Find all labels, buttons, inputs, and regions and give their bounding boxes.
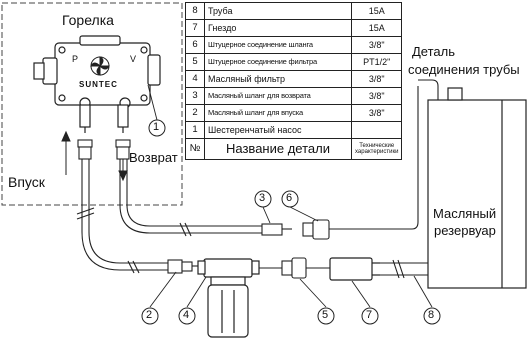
oil-filter (197, 258, 260, 338)
table-row: 6 Штуцерное соединение шланга 3/8" (185, 36, 403, 54)
tank-label-1: Масляный (433, 206, 497, 221)
pump-tubes (79, 104, 129, 133)
row-no: 7 (185, 19, 205, 37)
callout-8: 8 (428, 309, 435, 321)
row-spec: 3/8" (350, 70, 403, 88)
pump-port-p: P (72, 54, 79, 64)
row-name: Гнездо (204, 19, 352, 37)
row-no: 3 (185, 87, 205, 105)
table-row: 4 Масляный фильтр 3/8" (185, 70, 403, 88)
header-name: Название детали (204, 138, 352, 160)
header-no: № (185, 138, 205, 160)
row-no: 1 (185, 121, 205, 139)
callout-leaders (147, 84, 433, 308)
row-spec: PT1/2" (350, 53, 403, 71)
row-name: Масляный фильтр (204, 70, 352, 88)
table-row: 8 Труба 15A (185, 2, 403, 20)
row-no: 5 (185, 53, 205, 71)
pump-brand: SUNTEC (79, 80, 118, 89)
row-name: Масляный шланг для возврата (204, 87, 352, 105)
pipe-detail-label-2: соединения трубы (408, 62, 520, 77)
row-no: 8 (185, 2, 205, 20)
pump-port-v: V (130, 54, 137, 64)
return-label: Возврат (129, 150, 178, 165)
filter-union (259, 257, 330, 279)
row-spec: 3/8" (350, 36, 403, 54)
row-name: Штуцерное соединение шланга (204, 36, 352, 54)
table-row: 1 Шестеренчатый насос (185, 121, 403, 139)
parts-table: 8 Труба 15A 7 Гнездо 15A 6 Штуцерное сое… (185, 2, 403, 160)
burner-outline (1, 2, 183, 206)
callout-7: 7 (366, 309, 373, 321)
callout-2: 2 (146, 309, 153, 321)
callout-5: 5 (322, 309, 329, 321)
callout-4: 4 (183, 309, 190, 321)
table-row: 5 Штуцерное соединение фильтра PT1/2" (185, 53, 403, 71)
row-spec: 15A (350, 2, 403, 20)
callout-1: 1 (153, 121, 160, 133)
inlet-hose (76, 139, 204, 274)
row-spec: 15A (350, 19, 403, 37)
row-spec (350, 121, 403, 139)
tank-label-2: резервуар (434, 223, 496, 238)
callout-6: 6 (286, 192, 293, 204)
row-spec: 3/8" (350, 87, 403, 105)
return-hose (115, 79, 439, 240)
table-row: 2 Масляный шланг для впуска 3/8" (185, 104, 403, 122)
row-spec: 3/8" (350, 104, 403, 122)
row-name: Масляный шланг для впуска (204, 104, 352, 122)
fan-icon (90, 56, 110, 76)
row-no: 6 (185, 36, 205, 54)
table-row: 7 Гнездо 15A (185, 19, 403, 37)
table-row: 3 Масляный шланг для возврата 3/8" (185, 87, 403, 105)
callout-circles (141, 119, 441, 325)
row-name: Штуцерное соединение фильтра (204, 53, 352, 71)
row-no: 2 (185, 104, 205, 122)
header-spec-line2: характеристики (355, 149, 399, 155)
oil-tank (427, 87, 527, 289)
inlet-label: Впуск (8, 174, 45, 190)
row-name: Шестеренчатый насос (204, 121, 352, 139)
row-no: 4 (185, 70, 205, 88)
row-name: Труба (204, 2, 352, 20)
callout-3: 3 (259, 192, 266, 204)
gear-pump (33, 35, 161, 109)
header-spec-line1: Технические (359, 143, 395, 149)
socket (329, 257, 380, 281)
pipe (380, 259, 428, 279)
burner-label: Горелка (62, 12, 114, 28)
pipe-detail-label-1: Деталь (412, 44, 455, 59)
